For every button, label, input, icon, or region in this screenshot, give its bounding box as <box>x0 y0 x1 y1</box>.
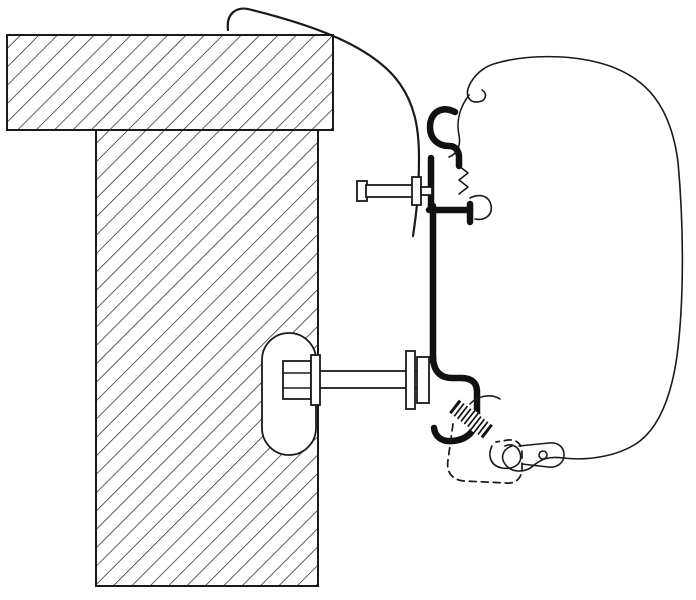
vehicle-structure <box>6 34 334 587</box>
lower-mounting-bolt <box>261 332 430 456</box>
knurl-stripe <box>464 411 478 427</box>
upper-mounting-screw <box>356 176 433 206</box>
awning-channel-zigzag <box>458 165 469 195</box>
hex-nut <box>282 360 312 400</box>
knurl-stripe <box>457 405 471 422</box>
rail-foot-curl <box>538 450 548 460</box>
adapter-bottom-foot <box>429 352 481 445</box>
roof-cross-section <box>6 34 334 131</box>
rail-foot <box>518 442 565 468</box>
knurl-stripe <box>471 416 485 433</box>
washer-outer <box>405 350 416 410</box>
washer-inner <box>310 354 321 406</box>
knurl-stripe <box>474 418 488 435</box>
adapter-rail-profile <box>425 106 481 445</box>
awning-upper-channel-profile <box>448 94 470 158</box>
adapter-face-plate <box>416 356 430 404</box>
awning-mid-hook-profile <box>469 194 493 221</box>
screw-washer <box>411 176 422 206</box>
knurl-stripe <box>478 421 492 438</box>
rail-hook-left <box>469 395 501 405</box>
rail-hook-curl <box>489 444 522 470</box>
knurl-stripe <box>461 408 475 425</box>
awning-top-hook-profile <box>466 62 498 103</box>
wall-cross-section <box>95 129 319 587</box>
lower-rail-profiles <box>469 395 565 470</box>
screw-tip <box>420 186 433 196</box>
knurl-stripe <box>450 400 464 417</box>
knurl-stripe <box>467 413 481 430</box>
awning-case-outline <box>496 55 684 472</box>
knurl-stripe <box>454 403 468 420</box>
knurled-clamp-screw <box>449 399 493 439</box>
optional-part-dashed-outline <box>446 423 523 484</box>
screw-shaft <box>365 184 417 198</box>
adapter-top-hook <box>426 106 463 170</box>
awning-case <box>448 55 684 472</box>
